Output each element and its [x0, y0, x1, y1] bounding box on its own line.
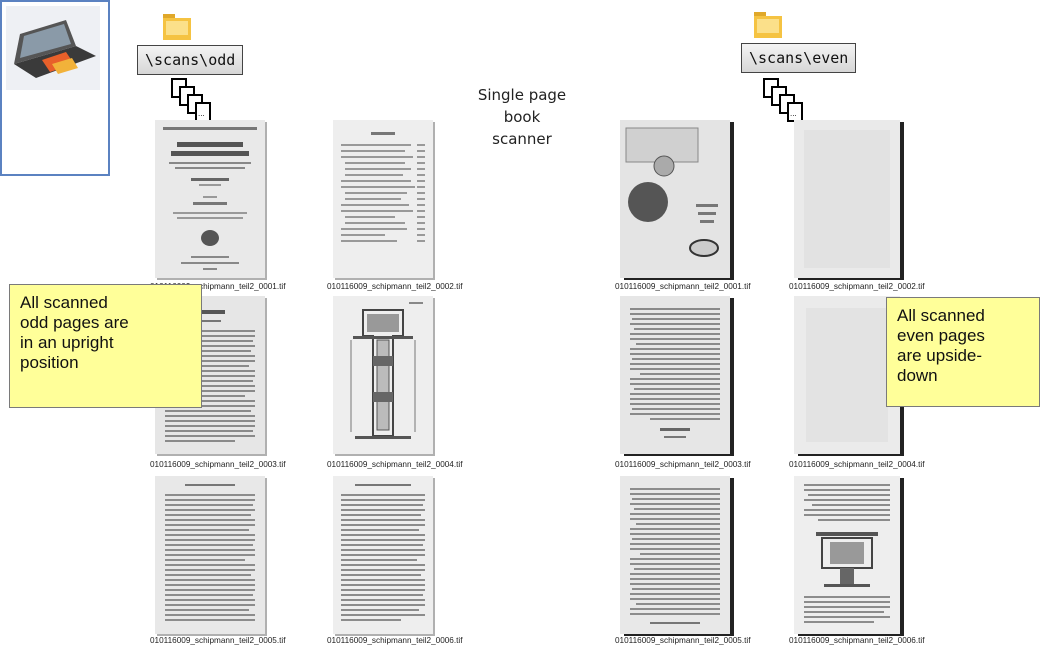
even-page-thumbnail-0002[interactable]: [794, 120, 900, 278]
even-page-thumbnail-0004[interactable]: [794, 296, 900, 454]
odd-page-thumbnail-0002[interactable]: [333, 120, 433, 278]
file-stack-icon: ...: [760, 76, 816, 126]
title-page-image: [155, 120, 265, 278]
even-page-thumbnail-0005[interactable]: [620, 476, 730, 634]
file-name: 010116009_schipmann_teil2_0001.tif: [615, 282, 751, 291]
text-page-image: [620, 476, 730, 634]
drawing-page-image: [333, 296, 433, 454]
blank-page-image: [794, 296, 900, 454]
even-folder-path: \scans\even: [741, 43, 856, 73]
folder-icon: [752, 10, 784, 40]
even-page-thumbnail-0001[interactable]: [620, 120, 730, 278]
odd-page-thumbnail-0006[interactable]: [333, 476, 433, 634]
odd-pages-note: All scanned odd pages are in an upright …: [9, 284, 202, 408]
even-pages-note: All scanned even pages are upside- down: [886, 297, 1040, 407]
drawing-page-image: [794, 476, 900, 634]
odd-page-thumbnail-0001[interactable]: [155, 120, 265, 278]
odd-folder-path: \scans\odd: [137, 45, 243, 75]
folder-icon: [161, 12, 193, 42]
file-name: 010116009_schipmann_teil2_0003.tif: [615, 460, 751, 469]
scanner-box: Single page book scanner: [0, 0, 110, 176]
text-page-image: [333, 476, 433, 634]
svg-text:...: ...: [790, 109, 797, 118]
file-name: 010116009_schipmann_teil2_0003.tif: [150, 460, 286, 469]
file-name: 010116009_schipmann_teil2_0005.tif: [615, 636, 751, 645]
odd-page-thumbnail-0004[interactable]: [333, 296, 433, 454]
text-page-image: [155, 476, 265, 634]
even-page-thumbnail-0006[interactable]: [794, 476, 900, 634]
file-name: 010116009_schipmann_teil2_0004.tif: [789, 460, 925, 469]
svg-text:...: ...: [198, 109, 205, 118]
blank-page-image: [794, 120, 900, 278]
file-name: 010116009_schipmann_teil2_0006.tif: [327, 636, 463, 645]
file-name: 010116009_schipmann_teil2_0006.tif: [789, 636, 925, 645]
even-page-thumbnail-0003[interactable]: [620, 296, 730, 454]
file-name: 010116009_schipmann_teil2_0005.tif: [150, 636, 286, 645]
file-stack-icon: ...: [168, 76, 224, 126]
file-name: 010116009_schipmann_teil2_0002.tif: [327, 282, 463, 291]
file-name: 010116009_schipmann_teil2_0002.tif: [789, 282, 925, 291]
file-name: 010116009_schipmann_teil2_0004.tif: [327, 460, 463, 469]
back-cover-image: [620, 120, 730, 278]
odd-page-thumbnail-0005[interactable]: [155, 476, 265, 634]
contents-page-image: [333, 120, 433, 278]
text-page-image: [620, 296, 730, 454]
scanner-image: [6, 6, 100, 90]
